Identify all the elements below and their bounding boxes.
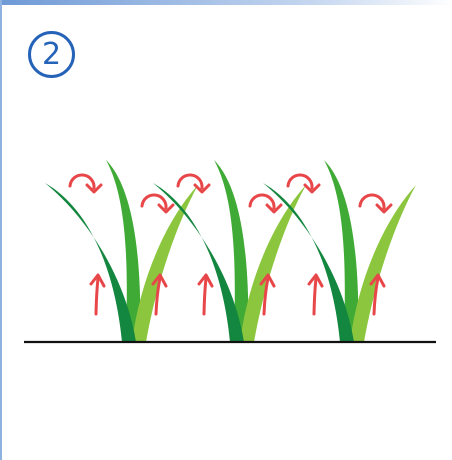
grass-clump [153, 160, 306, 342]
arrow-arc [178, 175, 202, 188]
arrow-arc [360, 195, 384, 208]
curling-arrow [250, 195, 281, 212]
arrow-arc [288, 175, 312, 188]
upward-arrow [309, 275, 322, 314]
curling-arrow [360, 195, 391, 212]
upward-arrow [91, 275, 104, 314]
grass-clumps [45, 160, 416, 342]
grass-clump [263, 160, 416, 342]
arrow-stem [314, 278, 316, 314]
arrow-arc [70, 175, 94, 188]
curling-arrow [142, 195, 173, 212]
upward-arrow [199, 275, 212, 314]
curling-arrow [70, 175, 101, 192]
grass-clump [45, 160, 198, 342]
arrow-stem [96, 278, 98, 314]
arrow-arc [142, 195, 166, 208]
arrow-stem [204, 278, 206, 314]
arrow-arc [250, 195, 274, 208]
curling-arrow [178, 175, 209, 192]
